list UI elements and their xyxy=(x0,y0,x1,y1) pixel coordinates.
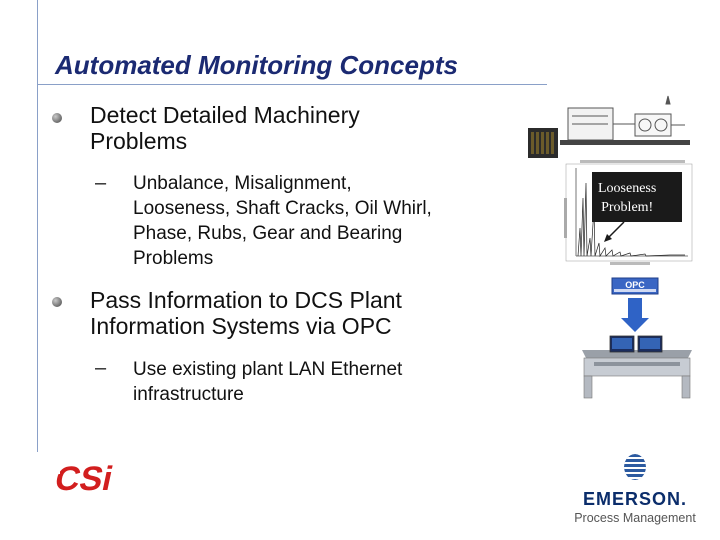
emerson-wordmark: EMERSON. xyxy=(582,489,687,509)
monitor-rack-icon xyxy=(528,128,558,158)
sub-bullet-2-text: Use existing plant LAN Ethernet infrastr… xyxy=(133,357,402,407)
emerson-subtitle: Process Management xyxy=(574,511,696,525)
sub-bullet-2-line-2: infrastructure xyxy=(133,384,244,405)
bullet-1-icon xyxy=(52,113,62,123)
opc-logo: OPC xyxy=(611,277,659,295)
down-arrow-icon xyxy=(621,298,649,332)
sub-bullet-1-line-1: Unbalance, Misalignment, xyxy=(133,173,352,194)
title-underline xyxy=(37,84,547,85)
bullet-2-line-2: Information Systems via OPC xyxy=(90,313,392,339)
callout-box xyxy=(592,172,682,222)
sub-bullet-2-line-1: Use existing plant LAN Ethernet xyxy=(133,359,403,380)
emerson-globe-icon xyxy=(624,454,646,480)
sub-bullet-1-text: Unbalance, Misalignment, Looseness, Shaf… xyxy=(133,171,432,271)
sub-bullet-1-line-3: Phase, Rubs, Gear and Bearing xyxy=(133,223,403,244)
bullet-1-line-2: Problems xyxy=(90,128,188,154)
sub-bullet-1-dash: – xyxy=(95,172,107,194)
sub-bullet-2-dash: – xyxy=(95,357,107,379)
callout-line-2: Problem! xyxy=(601,200,654,215)
sub-bullet-1-line-4: Problems xyxy=(133,248,214,269)
bullet-1-line-1: Detect Detailed Machinery xyxy=(90,102,360,128)
left-rule xyxy=(37,0,38,452)
bullet-2-line-1: Pass Information to DCS Plant xyxy=(90,287,402,313)
callout-arrow-icon xyxy=(604,221,625,242)
bullet-1-text: Detect Detailed Machinery Problems xyxy=(90,102,360,154)
bullet-2-text: Pass Information to DCS Plant Informatio… xyxy=(90,287,402,339)
sub-bullet-1-line-2: Looseness, Shaft Cracks, Oil Whirl, xyxy=(133,198,432,219)
looseness-callout: Looseness Problem! xyxy=(598,179,656,217)
csi-logo-text: CSi xyxy=(52,460,117,498)
bullet-2-icon xyxy=(52,297,62,307)
monitoring-illustration: OPC xyxy=(528,95,693,399)
csi-logo: CSi xyxy=(52,460,117,498)
opc-label: OPC xyxy=(625,280,645,290)
slide-title: Automated Monitoring Concepts xyxy=(55,50,458,80)
callout-line-1: Looseness xyxy=(598,181,657,196)
machine-train-icon xyxy=(560,95,690,145)
emerson-logo: EMERSON. Process Management xyxy=(570,452,700,525)
control-console-icon xyxy=(582,335,692,399)
